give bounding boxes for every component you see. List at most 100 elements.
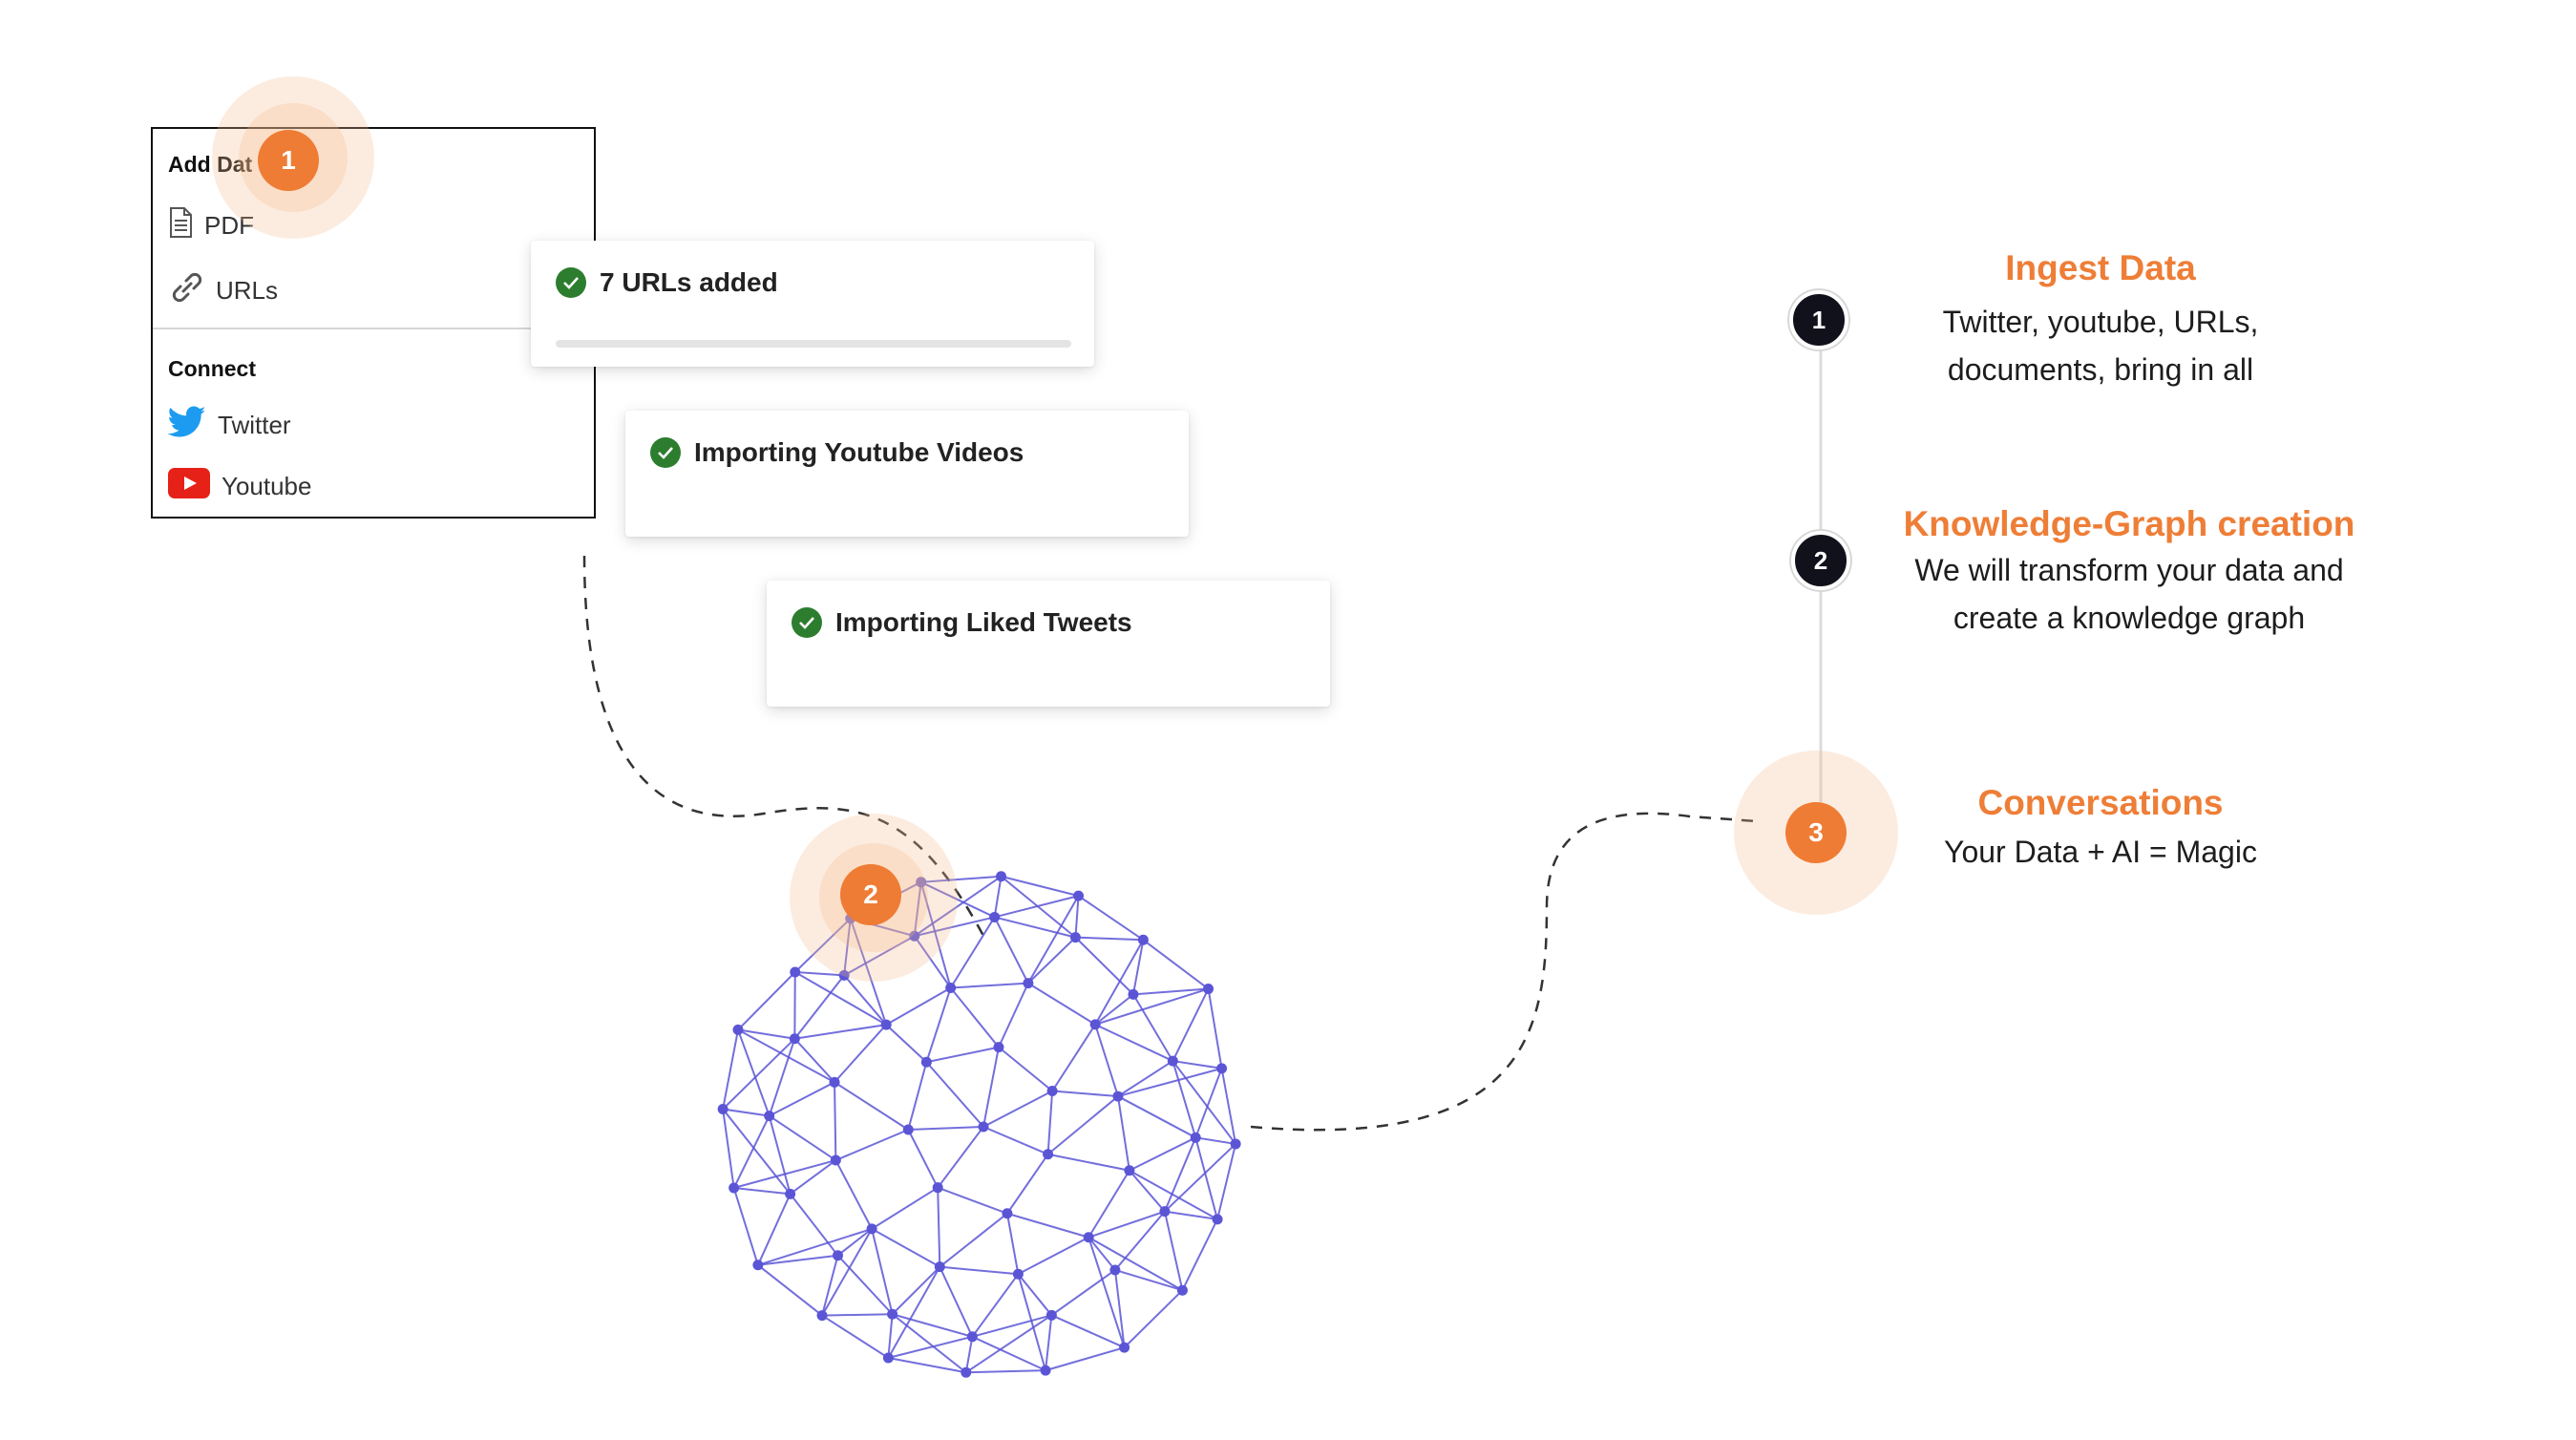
graph-edge: [1114, 1269, 1183, 1292]
step-badge-3: 3: [1785, 802, 1847, 863]
graph-edge: [1017, 1236, 1089, 1276]
graph-edge: [1172, 1060, 1236, 1145]
graph-edge: [1114, 1211, 1166, 1271]
graph-edge: [843, 974, 887, 1026]
graph-edge: [794, 971, 887, 1026]
graph-edge: [1194, 1137, 1219, 1220]
graph-edge: [789, 1193, 839, 1257]
document-icon: [168, 207, 193, 244]
graph-edge: [822, 1313, 893, 1317]
graph-edge: [908, 1126, 984, 1131]
graph-edge: [1129, 1169, 1218, 1220]
graph-node: [1203, 984, 1214, 995]
graph-edge: [1005, 1213, 1020, 1275]
graph-edge: [737, 1028, 795, 1040]
connect-heading: Connect: [168, 356, 256, 381]
graph-edge: [998, 1046, 1053, 1092]
twitter-icon: [167, 406, 206, 445]
step-desc-line: Twitter, youtube, URLs,: [1942, 305, 2259, 339]
graph-edge: [849, 918, 888, 1026]
graph-node: [816, 1310, 828, 1322]
status-card-youtube: Importing Youtube Videos: [625, 411, 1189, 537]
graph-node: [717, 1103, 728, 1114]
step-desc-line: We will transform your data and: [1914, 553, 2344, 587]
dashed-connector-graph-to-conversations: [1250, 812, 1758, 1132]
graph-edge: [769, 1114, 836, 1161]
graph-edge: [737, 1028, 835, 1084]
graph-edge: [919, 881, 952, 988]
graph-edge: [768, 1115, 792, 1195]
status-card-tweets: Importing Liked Tweets: [767, 581, 1330, 707]
graph-edge: [1006, 1154, 1049, 1215]
graph-edge: [1050, 1269, 1116, 1317]
graph-edge: [1163, 1211, 1184, 1291]
graph-edge: [737, 971, 796, 1031]
graph-edge: [843, 935, 916, 977]
source-pdf[interactable]: PDF: [168, 207, 254, 244]
graph-edge: [940, 1265, 1019, 1276]
graph-node: [790, 966, 801, 978]
knowledge-graph: [717, 871, 1241, 1378]
graph-edge: [949, 986, 1000, 1048]
graph-edge: [722, 1108, 792, 1195]
graph-edge: [834, 1024, 887, 1083]
graph-edge: [888, 1335, 973, 1359]
graph-edge: [1052, 1090, 1119, 1098]
graph-node: [832, 1250, 843, 1261]
graph-edge: [768, 1038, 796, 1116]
graph-node: [993, 1042, 1004, 1053]
graph-edge: [732, 1187, 759, 1266]
youtube-icon: [168, 468, 210, 505]
graph-edge: [733, 1159, 836, 1189]
graph-edge: [887, 1266, 941, 1359]
graph-edge: [821, 1228, 873, 1317]
graph-edge: [993, 916, 1029, 985]
graph-node: [934, 1261, 945, 1273]
graph-edge: [1117, 1060, 1173, 1097]
graph-edge: [1129, 1136, 1196, 1172]
graph-edge: [1094, 993, 1134, 1026]
graph-edge: [926, 1046, 1000, 1064]
source-label: URLs: [216, 276, 279, 305]
graph-edge: [1172, 988, 1210, 1062]
graph-edge: [1087, 1237, 1126, 1348]
graph-edge: [794, 918, 852, 973]
graph-edge: [1132, 993, 1174, 1062]
graph-edge: [937, 1187, 941, 1267]
graph-node: [838, 969, 850, 981]
graph-edge: [1113, 1269, 1126, 1348]
card-label: Importing Youtube Videos: [694, 437, 1024, 467]
source-urls[interactable]: URLs: [168, 270, 278, 311]
link-icon: [168, 270, 204, 311]
connect-youtube[interactable]: Youtube: [168, 468, 311, 505]
step-title-1: Ingest Data: [2005, 248, 2196, 287]
graph-edge: [972, 1314, 1052, 1338]
graph-node: [1002, 1208, 1013, 1219]
graph-node: [764, 1111, 775, 1122]
graph-node: [1023, 978, 1034, 989]
connect-twitter[interactable]: Twitter: [167, 406, 291, 445]
step-title-3: Conversations: [1977, 783, 2224, 822]
graph-edge: [1094, 939, 1145, 1026]
graph-edge: [1087, 1236, 1183, 1292]
graph-node: [1190, 1132, 1201, 1143]
graph-edge: [722, 1108, 770, 1117]
graph-edge: [732, 1115, 771, 1189]
graph-edge: [1129, 1170, 1166, 1213]
graph-node: [1167, 1055, 1178, 1067]
graph-edge: [1116, 1095, 1130, 1171]
graph-edge: [836, 1228, 873, 1257]
graph-edge: [1216, 1143, 1237, 1220]
graph-node: [829, 1076, 840, 1088]
graph-edge: [1087, 1170, 1130, 1239]
graph-node: [866, 1223, 877, 1235]
graph-edge: [1094, 1024, 1119, 1097]
card-label: Importing Liked Tweets: [835, 607, 1132, 637]
graph-edge: [885, 1024, 928, 1064]
graph-edge: [1164, 1210, 1218, 1220]
graph-edge: [793, 1038, 835, 1083]
graph-node: [1159, 1206, 1171, 1218]
graph-edge: [757, 1227, 873, 1266]
graph-edge: [891, 1265, 941, 1315]
